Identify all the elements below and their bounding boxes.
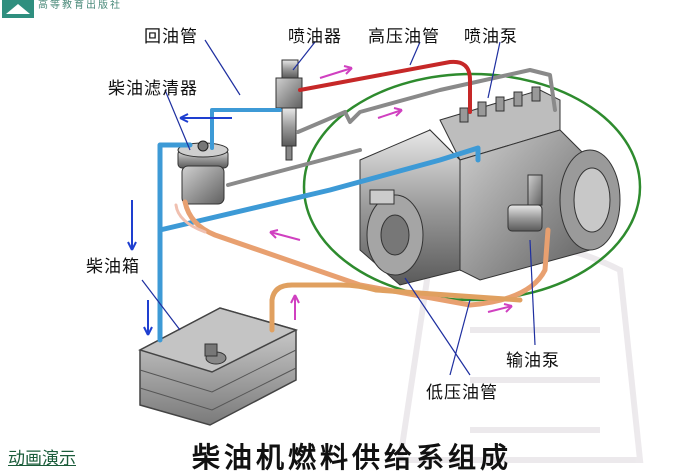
page-title: 柴油机燃料供给系组成	[192, 441, 513, 474]
label-feed-pump: 输油泵	[506, 351, 560, 371]
leader-lines	[141, 39, 536, 376]
label-low-pressure-pipe: 低压油管	[426, 383, 498, 403]
fuel-filter	[177, 140, 229, 205]
fuel-tank	[138, 307, 299, 426]
publisher-logo-icon	[2, 0, 34, 18]
pump-highlight-ellipse	[302, 72, 642, 302]
pipes	[157, 59, 557, 343]
demo-link[interactable]: 动画演示	[8, 449, 76, 469]
flow-arrows	[127, 65, 513, 336]
label-high-pressure-pipe: 高压油管	[368, 27, 440, 47]
high-pressure-pipe	[298, 59, 472, 114]
publisher-name: 高等教育出版社	[38, 0, 122, 11]
low-pressure-pipe	[182, 199, 551, 308]
label-fuel-tank: 柴油箱	[86, 257, 140, 277]
injection-pump	[359, 86, 621, 286]
label-injection-pump: 喷油泵	[464, 27, 518, 47]
injector	[275, 59, 303, 161]
label-return-pipe: 回油管	[144, 27, 198, 47]
return-pipe	[157, 142, 193, 343]
label-injector: 喷油器	[288, 27, 342, 47]
label-fuel-filter: 柴油滤清器	[108, 79, 198, 99]
